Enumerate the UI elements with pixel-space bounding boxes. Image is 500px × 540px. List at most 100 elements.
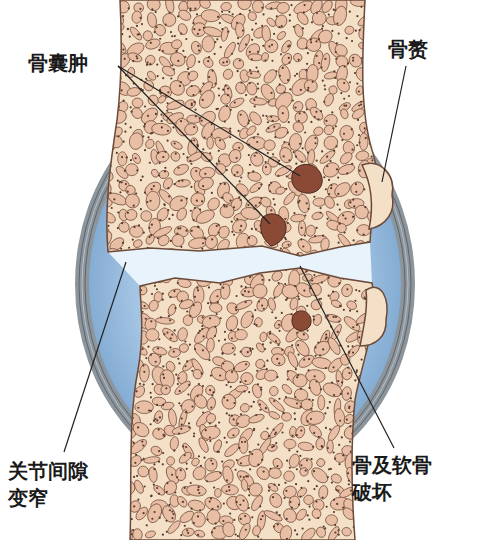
bone-pore [349,441,351,443]
trabecula [197,436,210,453]
bone-pore [344,217,346,219]
bone-pore [364,87,366,89]
bone-pore [378,266,380,268]
trabecula [230,163,244,178]
bone-pore [381,19,383,21]
trabecula [153,410,164,424]
bone-pore [230,329,232,331]
bone-pore [356,144,358,146]
bone-pore [153,185,155,187]
bone-pore [245,94,247,96]
trabecula [143,80,154,92]
bone-pore [191,370,193,372]
bone-pore [136,293,138,295]
bone-pore [231,337,233,339]
trabecula [246,136,266,150]
bone-pore [328,276,330,278]
bone-pore [313,274,315,276]
trabecula [148,299,160,312]
bone-pore [267,152,269,154]
bone-pore [310,41,312,43]
bone-pore [281,349,283,351]
bone-pore [386,112,388,114]
trabecula [245,124,258,137]
trabecula [177,22,189,36]
bone-pore [233,402,235,404]
bone-pore [117,211,119,213]
bone-pore [122,15,124,17]
bone-pore [297,296,299,298]
bone-pore [305,69,307,71]
bone-pore [321,255,323,257]
trabecula [323,195,337,210]
trabecula [322,123,335,136]
bone-pore [367,421,369,423]
bone-pore [295,155,297,157]
bone-pore [286,460,288,462]
bone-pore [248,154,250,156]
bone-pore [133,270,135,272]
bone-pore [146,201,148,203]
bone-pore [322,348,324,350]
bone-pore [299,455,301,457]
bone-pore [122,48,124,50]
trabecula [118,493,131,505]
bone-pore [171,333,173,335]
bone-pore [192,94,194,96]
bone-pore [129,36,131,38]
trabecula [236,109,250,128]
bone-pore [287,222,289,224]
bone-pore [291,435,293,437]
bone-pore [258,187,260,189]
trabecula [326,336,343,356]
trabecula [254,357,267,370]
bone-pore [329,428,331,430]
trabecula [121,385,132,403]
bone-pore [328,13,330,15]
bone-pore [185,38,187,40]
bone-pore [217,301,219,303]
trabecula [235,23,245,38]
bone-pore [280,53,282,55]
trabecula [309,254,325,270]
bone-pore [256,269,258,271]
bone-pore [179,85,181,87]
bone-pore [247,172,249,174]
bone-pore [253,99,255,101]
bone-pore [239,265,241,267]
bone-pore [180,428,182,430]
trabecula [305,37,321,53]
bone-pore [117,135,119,137]
bone-pore [202,242,204,244]
bone-pore [179,253,181,255]
trabecula [206,509,220,524]
bone-pore [155,113,157,115]
bone-pore [127,28,129,30]
bone-pore [159,38,161,40]
bone-pore [130,349,132,351]
bone-pore [209,152,211,154]
trabecula [190,40,203,55]
bone-pore [130,106,132,108]
bone-pore [336,42,338,44]
bone-pore [232,347,234,349]
bone-pore [137,407,139,409]
bone-pore [257,88,259,90]
bone-pore [121,222,123,224]
bone-pore [273,33,275,35]
bone-pore [261,279,263,281]
bone-pore [262,266,264,268]
trabecula [345,299,358,311]
trabecula [261,67,278,85]
trabecula [93,66,108,86]
bone-pore [261,7,263,9]
bone-pore [288,121,290,123]
trabecula [222,41,237,60]
bone-pore [180,469,182,471]
bone-pore [258,300,260,302]
bone-pore [132,60,134,62]
bone-pore [178,402,180,404]
bone-pore [360,359,362,361]
bone-pore [136,390,138,392]
trabecula [268,421,285,440]
